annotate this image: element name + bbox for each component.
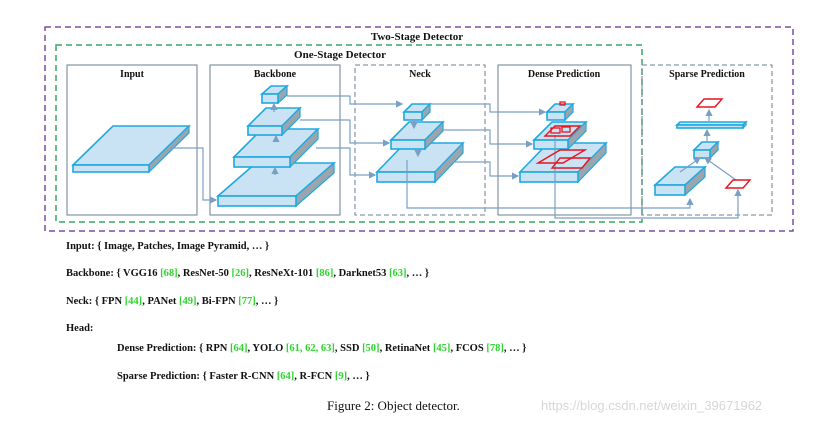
watermark-url: https://blog.csdn.net/weixin_39671962: [541, 398, 763, 413]
legend-text: , Bi-FPN: [196, 296, 239, 307]
dense-box-large-a: [535, 149, 588, 164]
citation-ref: [78]: [486, 343, 504, 354]
legend-text: , FCOS: [450, 343, 487, 354]
input-stage-label: Input: [120, 69, 145, 80]
citation-ref: [61, 62, 63]: [285, 343, 335, 354]
legend-key: Backbone:: [66, 268, 114, 279]
dense-prediction-stage-label: Dense Prediction: [528, 69, 601, 80]
legend-text: , RetinaNet: [379, 343, 433, 354]
backbone-level-3: [246, 106, 302, 137]
backbone-stage-label: Backbone: [254, 69, 297, 80]
dense-box-small: [559, 101, 566, 106]
sparse-roi-feature-block: [652, 165, 708, 197]
legend-text: , … }: [503, 343, 527, 354]
legend-key: Input:: [66, 241, 95, 252]
sparse-proposal-box: [724, 179, 752, 189]
arrow-neck-to-dense-top: [431, 103, 547, 116]
citation-ref: [86]: [315, 268, 334, 279]
backbone-level-4: [259, 84, 290, 105]
legend-row: Sparse Prediction: { Faster R-CNN [64], …: [117, 371, 370, 382]
figure-caption: Figure 2: Object detector.: [327, 398, 460, 413]
legend-key: Neck:: [66, 296, 93, 307]
citation-ref: [50]: [362, 343, 380, 354]
citation-ref: [64]: [230, 343, 248, 354]
dense-box-mid-outline: [543, 125, 582, 137]
citation-ref: [49]: [179, 296, 197, 307]
input-stage-box: [66, 64, 198, 216]
sparse-prediction-stage-label: Sparse Prediction: [669, 69, 745, 80]
sparse-output-box: [695, 98, 724, 108]
legend-text: , ResNeXt-101: [249, 268, 316, 279]
legend-text: { Image, Patches, Image Pyramid, … }: [94, 241, 270, 252]
citation-ref: [44]: [124, 296, 143, 307]
backbone-level-1: [215, 161, 337, 208]
neck-level-1: [375, 141, 465, 184]
legend-text: , … }: [347, 371, 370, 382]
arrow-neck-to-sparse: [406, 160, 694, 209]
legend-row: Input: { Image, Patches, Image Pyramid, …: [66, 241, 269, 252]
two-stage-detector-box: [44, 26, 794, 232]
arrow-backbone-to-neck-top: [287, 95, 404, 108]
arrow-neck-to-dense-mid: [443, 129, 534, 148]
dense-box-mid-b: [561, 126, 571, 133]
legend-text: { RPN: [196, 343, 231, 354]
citation-ref: [26]: [231, 268, 250, 279]
legend-key: Head:: [66, 323, 94, 334]
backbone-stage-box: [209, 64, 341, 216]
legend-key: Sparse Prediction:: [117, 371, 200, 382]
neck-level-3: [402, 102, 432, 122]
citation-ref: [45]: [432, 343, 451, 354]
sparse-fc-layer: [675, 120, 748, 130]
one-stage-detector-label: One-Stage Detector: [294, 49, 386, 61]
legend-text: , ResNet-50: [177, 268, 232, 279]
sparse-fc-block: [692, 140, 720, 160]
citation-ref: [77]: [238, 296, 256, 307]
legend-row: Head:: [66, 323, 93, 334]
backbone-level-2: [232, 127, 320, 169]
legend-row: Neck: { FPN [44], PANet [49], Bi-FPN [77…: [66, 296, 278, 307]
arrow-backbone-to-neck-low: [316, 147, 377, 179]
legend-row: Backbone: { VGG16 [68], ResNet-50 [26], …: [66, 268, 429, 279]
legend-text: { Faster R-CNN: [199, 371, 277, 382]
arrow-input-to-backbone: [170, 147, 218, 204]
legend-key: Dense Prediction:: [117, 343, 197, 354]
dense-level-3: [545, 102, 575, 122]
citation-ref: [64]: [276, 371, 295, 382]
legend-text: , … }: [406, 268, 430, 279]
dense-prediction-stage-box: [497, 64, 632, 216]
legend-text: { VGG16: [113, 268, 161, 279]
citation-ref: [68]: [160, 268, 178, 279]
neck-stage-box: [354, 64, 486, 216]
dense-box-large-b: [550, 157, 592, 169]
arrow-sparse-roi-to-fc: [679, 157, 701, 173]
two-stage-detector-label: Two-Stage Detector: [371, 31, 463, 43]
legend-text: , R-FCN: [294, 371, 335, 382]
legend-row: Dense Prediction: { RPN [64], YOLO [61, …: [117, 343, 526, 354]
legend-text: , PANet: [142, 296, 180, 307]
citation-ref: [63]: [389, 268, 407, 279]
legend-text: { FPN: [92, 296, 125, 307]
legend-text: , SSD: [334, 343, 363, 354]
citation-ref: [9]: [334, 371, 348, 382]
arrow-neck-to-dense-low: [455, 161, 520, 180]
input-image-block: [71, 124, 191, 174]
legend-text: , YOLO: [247, 343, 286, 354]
sparse-prediction-stage-box: [641, 64, 773, 216]
neck-level-2: [389, 120, 445, 151]
object-detector-diagram: Two-Stage Detector One-Stage Detector In…: [44, 26, 794, 232]
neck-stage-label: Neck: [409, 69, 431, 80]
arrow-backbone-to-neck-mid: [300, 119, 391, 147]
arrow-dense-to-sparse: [554, 135, 742, 219]
arrow-sparse-proposal-to-fc: [704, 157, 737, 181]
legend-text: , Darknet53: [333, 268, 390, 279]
legend-text: , … }: [255, 296, 279, 307]
